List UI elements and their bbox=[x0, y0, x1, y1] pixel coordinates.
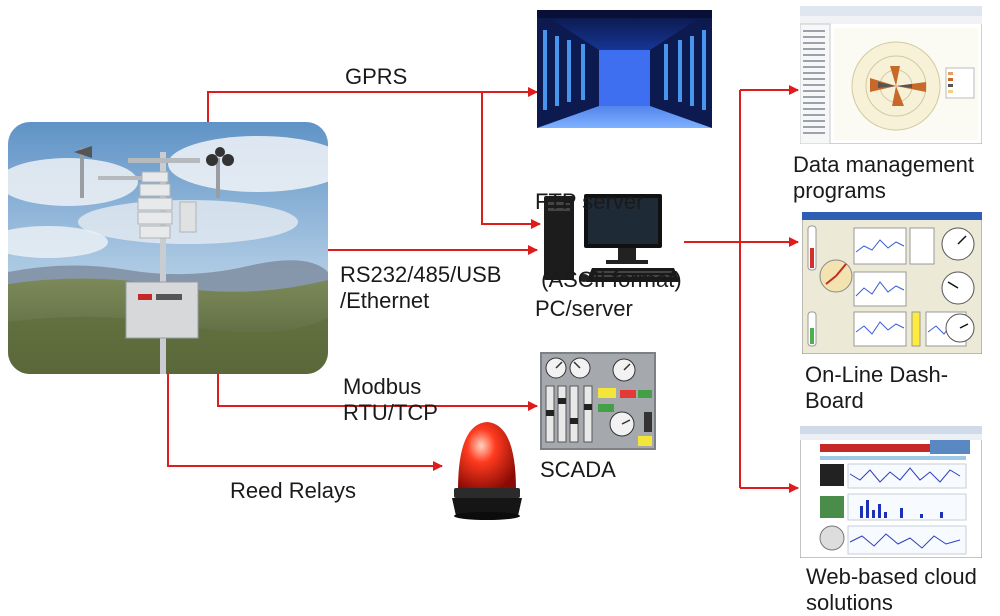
cloud-label-line-1: Web-based cloud bbox=[806, 564, 977, 589]
dashboard-label-line-1: On-Line Dash- bbox=[805, 362, 949, 387]
modbus-label-line-2: RTU/TCP bbox=[343, 399, 438, 425]
gprs-label: GPRS bbox=[345, 64, 408, 89]
dashboard-label: On-Line Dash- Board bbox=[805, 362, 948, 414]
data-management-label-line-1: Data management bbox=[793, 152, 974, 177]
serial-ethernet-label: RS232/485/USB /Ethernet bbox=[340, 262, 501, 314]
serial-ethernet-label-line-1: RS232/485/USB bbox=[340, 262, 502, 287]
data-management-screenshot bbox=[800, 6, 982, 144]
dashboard-label-line-2: Board bbox=[805, 387, 864, 413]
server-room-image bbox=[537, 10, 712, 128]
data-management-label: Data management programs bbox=[793, 152, 974, 204]
ftp-server-label-line-2: (ASCII format) bbox=[535, 266, 682, 292]
scada-panel-image bbox=[540, 352, 656, 450]
pc-server-label: PC/server bbox=[535, 296, 633, 321]
modbus-label: Modbus RTU/TCP bbox=[343, 374, 438, 426]
dashboard-screenshot bbox=[802, 212, 982, 354]
modbus-arrow bbox=[217, 372, 538, 411]
ftp-to-pc-arrow bbox=[481, 92, 541, 229]
ftp-server-label: FTP server (ASCII format) bbox=[535, 137, 682, 319]
ftp-server-label-line-1: FTP server bbox=[535, 188, 644, 214]
pc-server-image bbox=[544, 194, 680, 282]
gprs-arrow bbox=[207, 87, 538, 122]
data-management-label-line-2: programs bbox=[793, 177, 886, 203]
cloud-label-line-2: solutions bbox=[806, 589, 893, 615]
relays-arrow bbox=[167, 372, 443, 471]
serial-ethernet-label-line-2: /Ethernet bbox=[340, 287, 430, 313]
web-cloud-screenshot bbox=[800, 426, 982, 558]
reed-relays-label: Reed Relays bbox=[230, 478, 356, 503]
scada-label: SCADA bbox=[540, 457, 616, 482]
weather-station-photo bbox=[8, 122, 328, 374]
alarm-beacon-image bbox=[452, 422, 522, 520]
cloud-label: Web-based cloud solutions bbox=[806, 564, 977, 616]
modbus-label-line-1: Modbus bbox=[343, 374, 422, 399]
